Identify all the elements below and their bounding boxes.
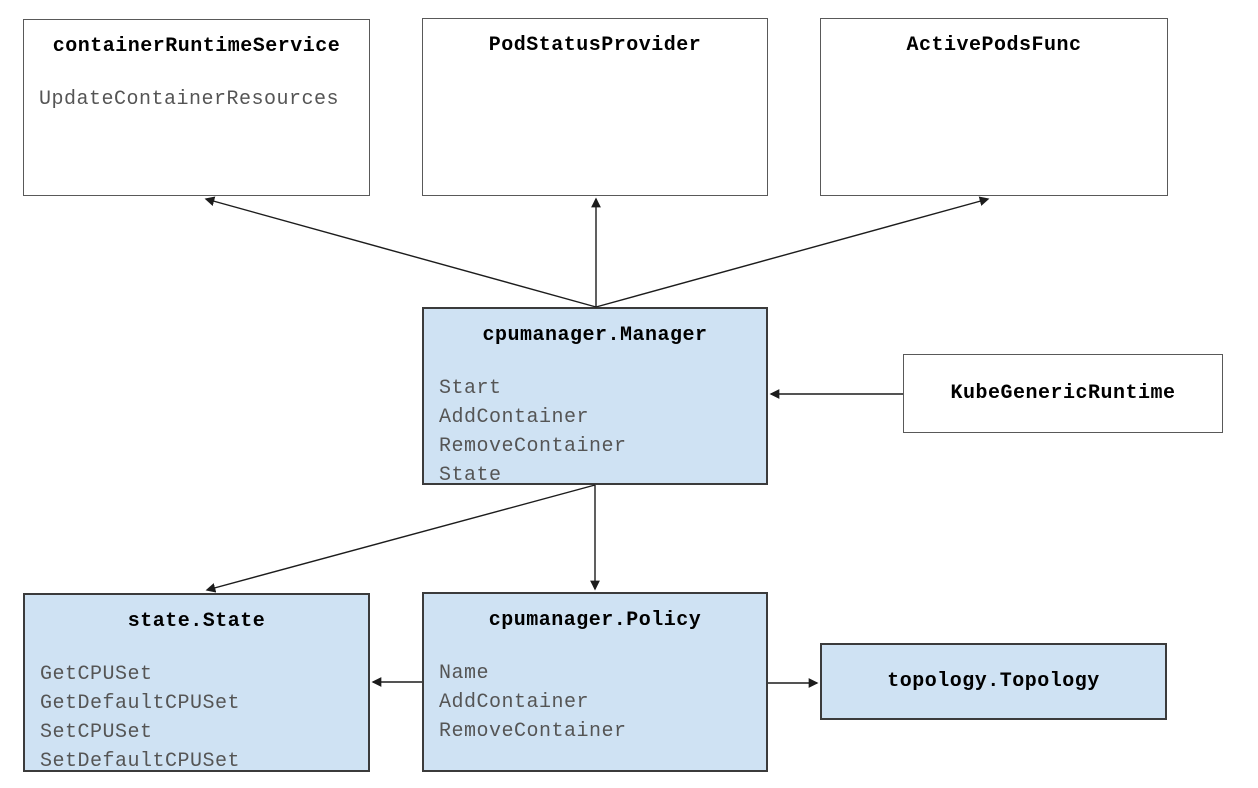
method-update-container-resources: UpdateContainerResources	[39, 88, 340, 111]
box-cpumanager-policy: cpumanager.Policy Name AddContainer Remo…	[422, 592, 768, 772]
box-title-cpumanager-policy: cpumanager.Policy	[488, 609, 702, 632]
method-add-container: AddContainer	[439, 406, 590, 429]
box-cpumanager-manager: cpumanager.Manager Start AddContainer Re…	[422, 307, 768, 487]
box-title-kube-generic-runtime: KubeGenericRuntime	[950, 382, 1176, 405]
box-title-active-pods-func: ActivePodsFunc	[906, 34, 1082, 57]
method-add-container: AddContainer	[439, 691, 590, 714]
method-remove-container: RemoveContainer	[439, 720, 627, 743]
box-title-state-state: state.State	[127, 610, 266, 633]
box-title-cpumanager-manager: cpumanager.Manager	[482, 324, 708, 347]
method-remove-container: RemoveContainer	[439, 435, 627, 458]
method-state: State	[439, 464, 502, 487]
method-name: Name	[439, 662, 490, 685]
method-list: GetCPUSet GetDefaultCPUSet SetCPUSet Set…	[25, 660, 368, 776]
box-topology-topology: topology.Topology	[820, 643, 1167, 720]
arrow-manager-to-container-runtime-service	[204, 196, 597, 308]
method-set-cpuset: SetCPUSet	[40, 721, 153, 744]
arrow-manager-to-state-state	[205, 484, 596, 593]
box-title-container-runtime-service: containerRuntimeService	[52, 35, 341, 58]
method-list: UpdateContainerResources	[24, 85, 369, 114]
box-title-topology-topology: topology.Topology	[887, 670, 1100, 693]
method-set-default-cpuset: SetDefaultCPUSet	[40, 750, 241, 773]
box-title-pod-status-provider: PodStatusProvider	[488, 34, 702, 57]
box-container-runtime-service: containerRuntimeService UpdateContainerR…	[23, 19, 370, 196]
method-start: Start	[439, 377, 502, 400]
box-active-pods-func: ActivePodsFunc	[820, 18, 1168, 196]
box-pod-status-provider: PodStatusProvider	[422, 18, 768, 196]
method-list: Name AddContainer RemoveContainer	[424, 659, 766, 746]
arrow-manager-to-active-pods-func	[595, 196, 990, 308]
box-kube-generic-runtime: KubeGenericRuntime	[903, 354, 1223, 433]
method-list: Start AddContainer RemoveContainer State	[424, 374, 766, 490]
method-get-cpuset: GetCPUSet	[40, 663, 153, 686]
method-get-default-cpuset: GetDefaultCPUSet	[40, 692, 241, 715]
box-state-state: state.State GetCPUSet GetDefaultCPUSet S…	[23, 593, 370, 773]
